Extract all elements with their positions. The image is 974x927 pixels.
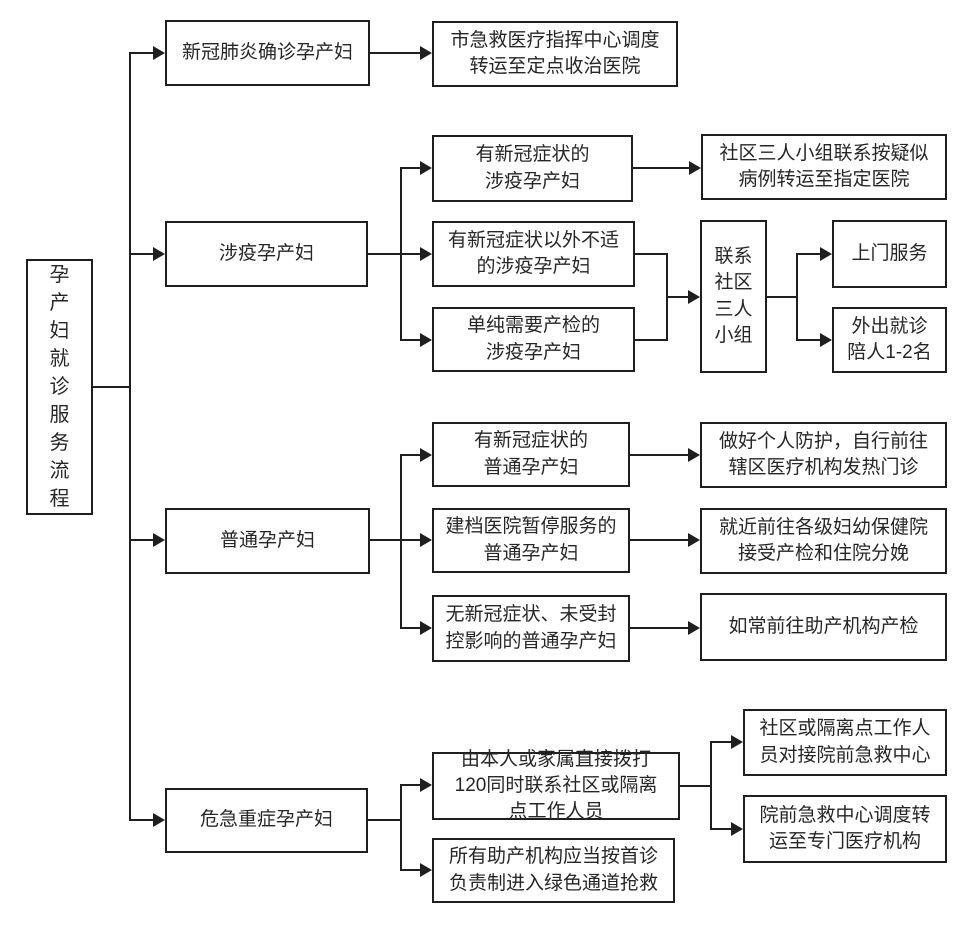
edge-to-door-service [796,253,820,255]
node-epi-routine-checkup: 单纯需要产检的 涉疫孕产妇 [432,307,635,372]
arrowhead-icon [688,448,700,462]
node-ordinary: 普通孕产妇 [165,508,370,574]
arrowhead-icon [688,621,700,635]
node-epi-with-symptoms: 有新冠症状的 涉疫孕产妇 [432,135,633,202]
edge-to-ord-suspended [400,539,420,541]
arrowhead-icon [689,161,701,175]
edge-to-contact-triad [666,296,688,298]
edge-hub-vertical [796,253,798,341]
node-covid-confirmed: 新冠肺炎确诊孕产妇 [165,20,370,86]
edge-checkup-out [635,339,668,341]
edge-critical-splitter [368,819,402,821]
arrowhead-icon [153,533,165,547]
node-usual-checkup: 如常前往助产机构产检 [700,593,947,661]
node-fever-clinic: 做好个人防护，自行前往 辖区医疗机构发热门诊 [700,422,947,488]
edge-ordinary-splitter-vertical [400,454,402,629]
arrowhead-icon [420,161,432,175]
node-mch-hospital: 就近前往各级妇幼保健院 接受产检和住院分娩 [700,508,947,574]
edge-hub-out [767,296,798,298]
edge-trunk [129,52,131,821]
arrowhead-icon [688,533,700,547]
node-ord-unaffected: 无新冠症状、未受封 控影响的普通孕产妇 [432,595,630,662]
node-green-channel: 所有助产机构应当按首诊 负责制进入绿色通道抢救 [432,838,675,903]
node-epi-other-discomfort: 有新冠症状以外不适 的涉疫孕产妇 [432,221,635,287]
arrowhead-icon [731,822,743,836]
edge-to-usual [630,627,688,629]
edge-to-epi-discomfort [400,253,420,255]
edge-to-epi-symptoms [400,167,420,169]
edge-critical-splitter-vertical [400,784,402,871]
edge-call120-splitter [680,785,712,787]
node-staff-connect-ems: 社区或隔离点工作人 员对接院前急救中心 [743,709,947,776]
arrowhead-icon [420,247,432,261]
edge-to-ems-transfer [710,828,731,830]
edge-branch-critical [129,819,154,821]
arrowhead-icon [153,247,165,261]
arrowhead-icon [420,863,432,877]
edge-to-escort [796,339,820,341]
arrowhead-icon [420,448,432,462]
edge-to-green-channel [400,869,420,871]
arrowhead-icon [420,621,432,635]
edge-to-staff-ems [710,741,731,743]
edge-root-trunk [93,386,130,388]
edge-call120-splitter-vertical [710,741,712,829]
edge-symptoms-triad-transfer [633,167,689,169]
arrowhead-icon [420,46,432,60]
edge-discomfort-out [635,253,668,255]
edge-to-fever-clinic [630,454,688,456]
node-escorted-visit: 外出就诊 陪人1-2名 [832,307,947,373]
node-root-title: 孕 产 妇 就 诊 服 务 流 程 [26,259,93,515]
node-ems-transfer: 院前急救中心调度转 运至专门医疗机构 [743,795,947,863]
node-triad-transfer-suspected: 社区三人小组联系按疑似 病例转运至指定医院 [701,134,947,200]
node-critical: 危急重症孕产妇 [165,788,368,853]
arrowhead-icon [420,533,432,547]
arrowhead-icon [153,813,165,827]
node-dispatch-designated-hospital: 市急救医疗指挥中心调度 转运至定点收治医院 [432,21,678,87]
edge-to-call120 [400,784,420,786]
arrowhead-icon [820,247,832,261]
node-epidemic-involved: 涉疫孕产妇 [165,221,368,287]
arrowhead-icon [420,778,432,792]
edge-branch-covid [129,52,154,54]
arrowhead-icon [731,735,743,749]
edge-ordinary-splitter [370,539,402,541]
edge-to-epi-checkup [400,339,420,341]
edge-branch-ordinary [129,539,154,541]
edge-to-mch [630,539,688,541]
arrowhead-icon [820,333,832,347]
node-door-to-door-service: 上门服务 [832,220,947,288]
edge-covid-dispatch [370,52,421,54]
node-contact-triad: 联系 社区 三人 小组 [700,220,767,373]
node-ord-hospital-suspended: 建档医院暂停服务的 普通孕产妇 [432,508,630,573]
edge-branch-epidemic [129,253,154,255]
edge-to-ord-normal [400,627,420,629]
node-ord-with-symptoms: 有新冠症状的 普通孕产妇 [432,422,630,487]
arrowhead-icon [420,333,432,347]
arrowhead-icon [153,46,165,60]
arrowhead-icon [688,290,700,304]
edge-to-ord-symptoms [400,454,420,456]
edge-epidemic-splitter [368,253,402,255]
node-call-120: 由本人或家属直接拨打 120同时联系社区或隔离 点工作人员 [432,749,680,822]
